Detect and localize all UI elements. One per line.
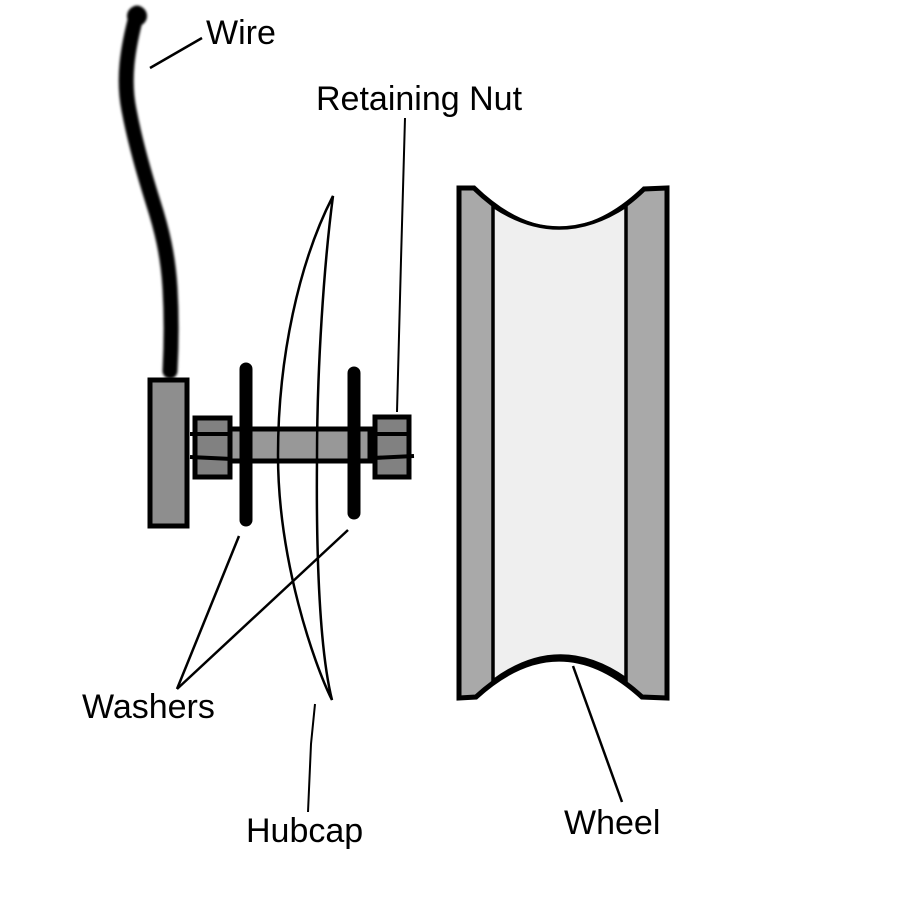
wheel-leader-line [571, 665, 624, 803]
retaining-nut-body [372, 414, 412, 480]
left-nut [189, 415, 233, 480]
wheel-inner-face [491, 202, 628, 685]
wire-end-blob [127, 6, 147, 26]
terminal-block [147, 377, 190, 529]
wheel-illustration [456, 185, 670, 701]
left-nut-body [192, 415, 233, 480]
wire-label: Wire [206, 14, 276, 52]
wire-leader-line [149, 36, 203, 70]
axle [227, 426, 373, 464]
retaining-nut-label: Retaining Nut [316, 80, 523, 118]
retaining-nut [372, 414, 415, 480]
wire-illustration [118, 5, 179, 379]
hubcap-outline [276, 195, 335, 701]
wheel-label: Wheel [564, 804, 661, 842]
hubcap-label: Hubcap [246, 812, 364, 850]
washers-leader-line-left [175, 535, 241, 690]
wire-stroke [118, 5, 179, 379]
retaining-nut-leader-line [396, 117, 406, 413]
hubcap-leader-line [307, 703, 316, 813]
washers-label: Washers [82, 688, 215, 726]
retaining-nut-thread-line [372, 454, 415, 460]
washers-leader-line-right [176, 529, 349, 690]
left-nut-thread-line [189, 455, 233, 461]
